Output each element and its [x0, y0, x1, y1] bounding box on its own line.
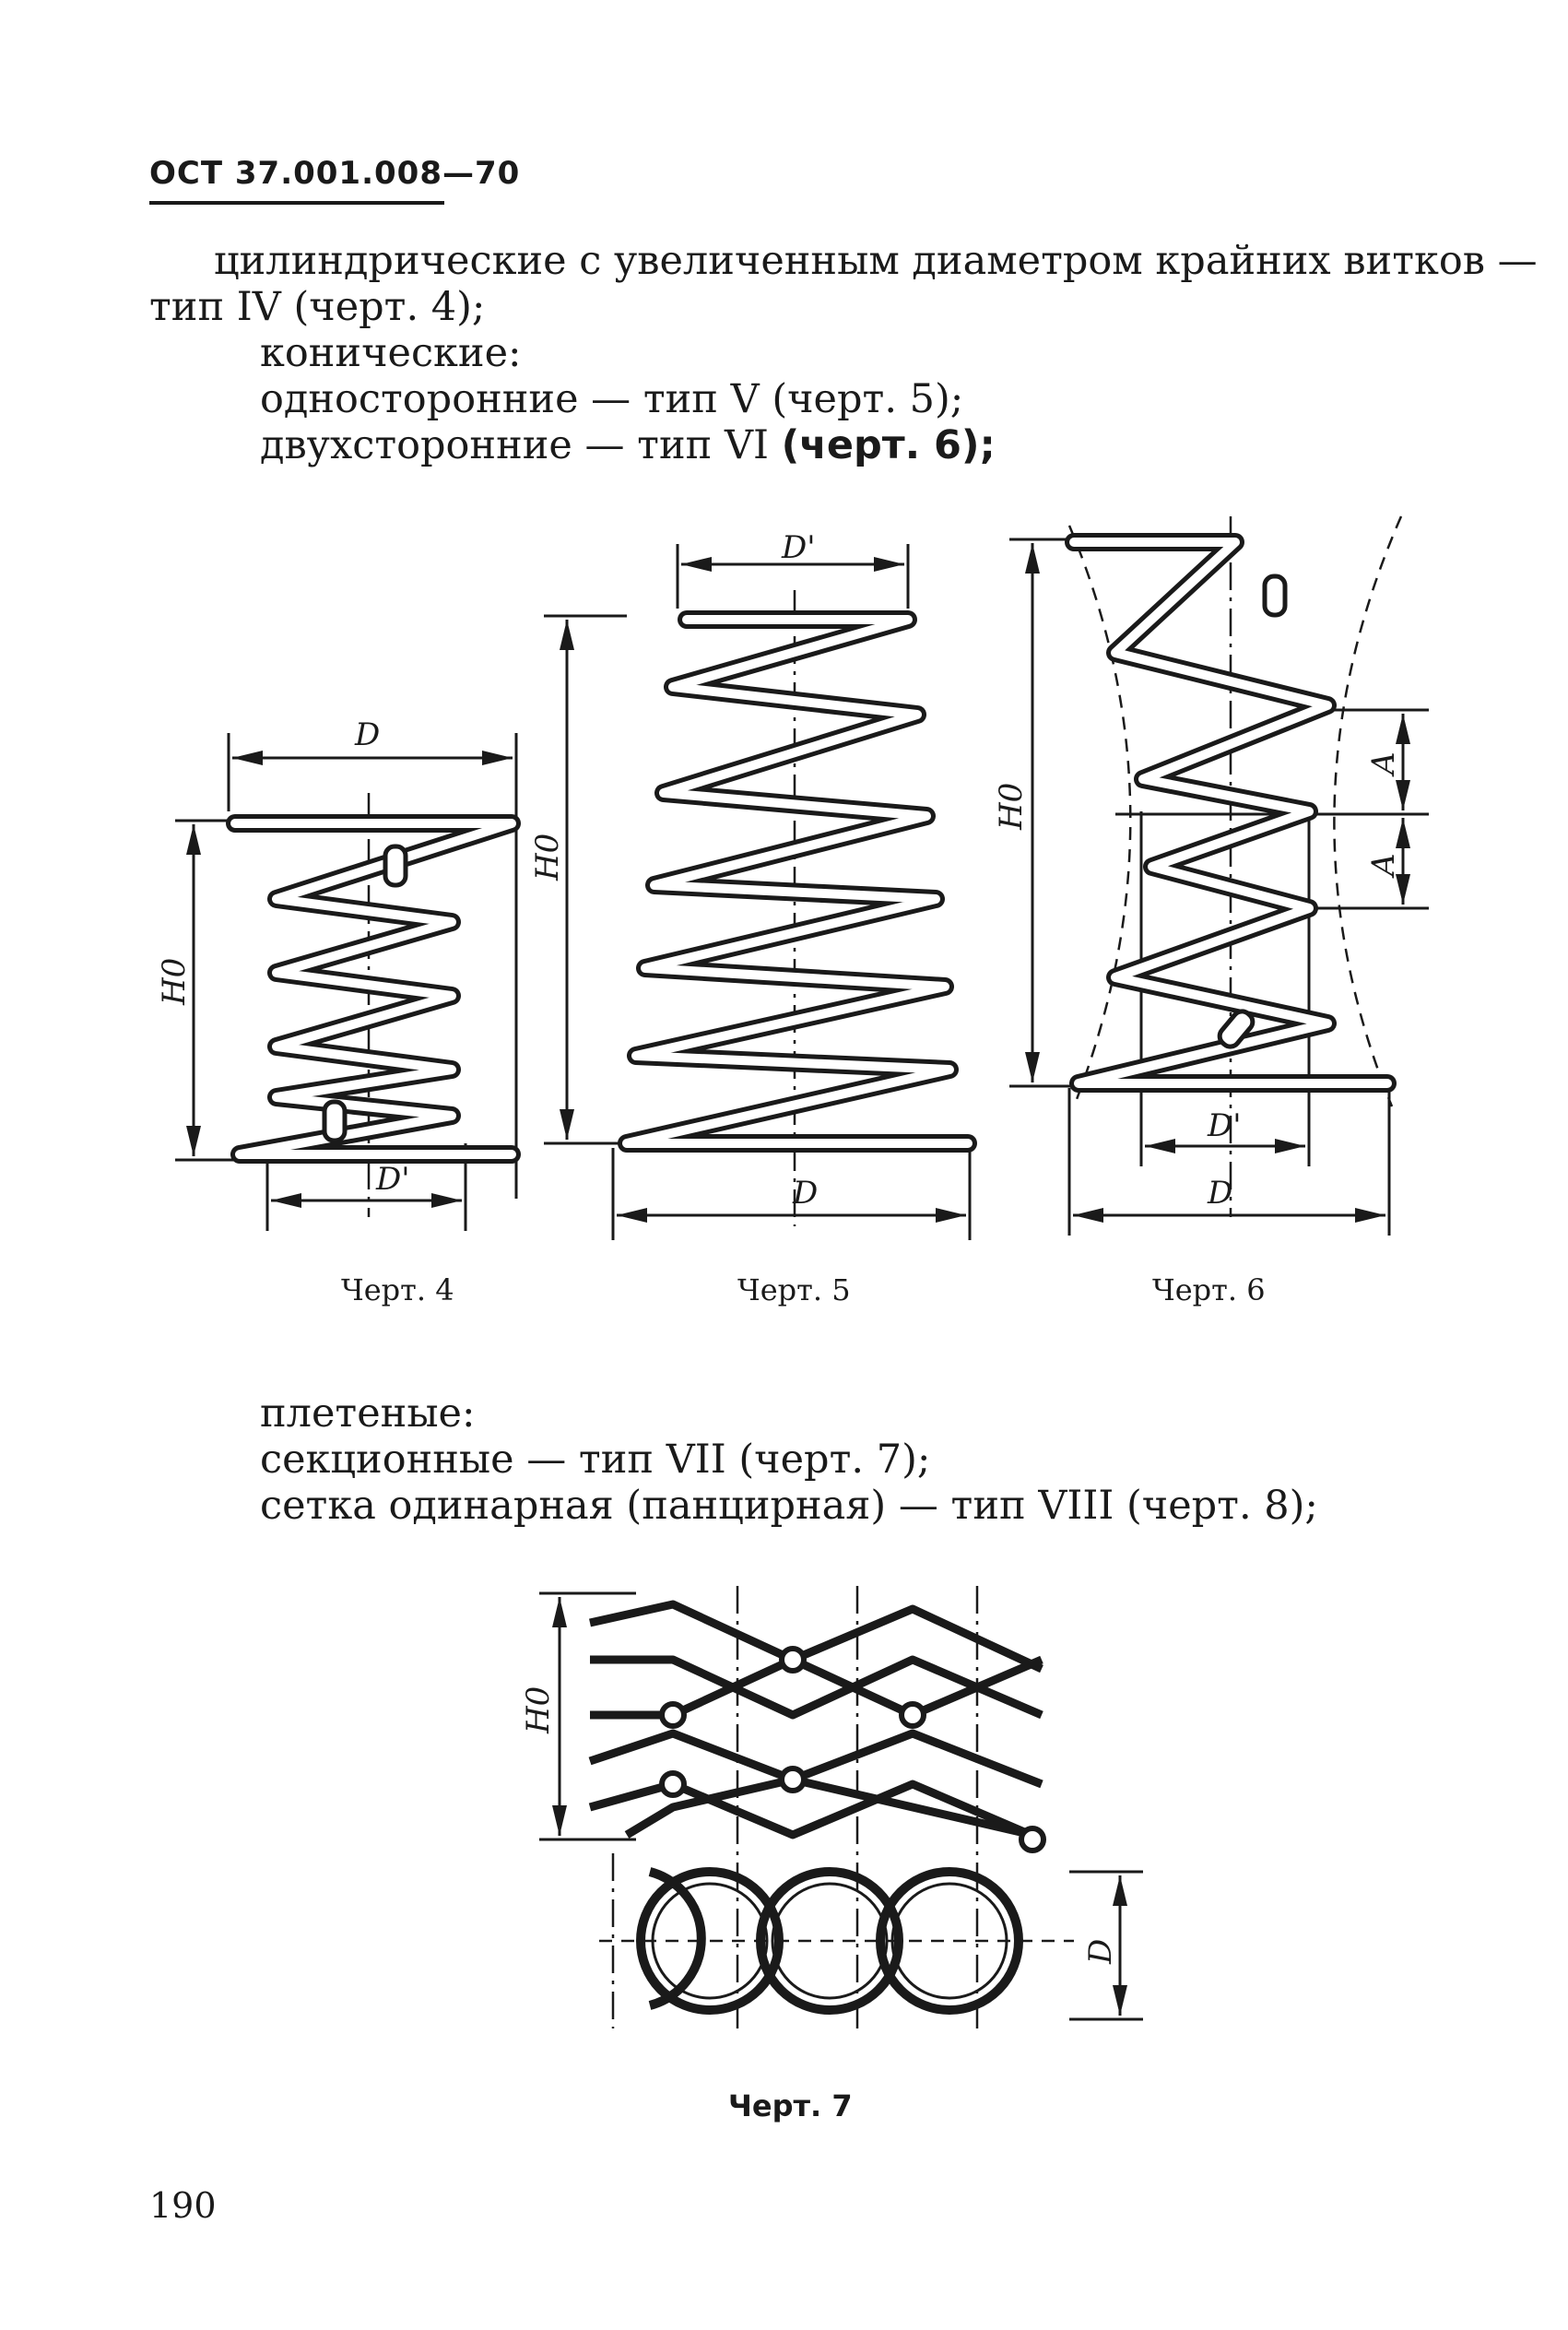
fig6-label-h: H0: [993, 783, 1030, 831]
fig6-dimensions: [1009, 515, 1429, 1236]
text-line-3: конические:: [260, 330, 522, 376]
caption-fig4: Черт. 4: [341, 1272, 454, 1307]
text-line-1: цилиндрические с увеличенным диаметром к…: [214, 238, 1538, 284]
fig4-label-h: H0: [156, 958, 193, 1006]
fig5-label-h: H0: [529, 834, 566, 881]
document-code: ОСТ 37.001.008—70: [149, 155, 521, 192]
caption-fig5: Черт. 5: [737, 1272, 851, 1307]
fig6-coil: [1065, 533, 1397, 1093]
fig7-mesh: [588, 1600, 1043, 1844]
text-line-5b: (черт. 6);: [781, 422, 996, 468]
fig6-label-a-1: A: [1365, 751, 1402, 777]
fig4-coil: [226, 814, 521, 1164]
fig4-label-d: D: [354, 716, 380, 753]
text-line-4: односторонние — тип V (черт. 5);: [260, 376, 964, 422]
fig7-knots: [659, 1646, 1046, 1853]
text-line-2: тип IV (черт. 4);: [149, 284, 486, 330]
caption-fig6: Черт. 6: [1152, 1272, 1266, 1307]
text-mid-1: плетеные:: [260, 1390, 476, 1437]
fig7-dimensions: [539, 1586, 1143, 2028]
header-rule: [149, 201, 444, 205]
fig7-rings-inner: [651, 1882, 1008, 2000]
fig6-label-d: D: [1207, 1175, 1232, 1212]
fig6-label-a-2: A: [1365, 853, 1402, 879]
caption-fig7: Черт. 7: [728, 2088, 853, 2123]
fig5-label-d-prime: D': [781, 529, 816, 566]
text-line-5a: двухсторонние — тип VI: [260, 422, 782, 468]
fig6-label-d-prime: D': [1207, 1107, 1242, 1144]
fig7-rings: [636, 1867, 1023, 2015]
text-mid-2: секционные — тип VII (черт. 7);: [260, 1437, 931, 1483]
text-line-5: двухсторонние — тип VI (черт. 6);: [260, 426, 996, 466]
fig7-label-h: H0: [520, 1686, 557, 1734]
fig4-label-d-prime: D': [375, 1161, 410, 1198]
fig7-label-d: D: [1082, 1939, 1119, 1965]
fig5-label-d: D: [792, 1175, 818, 1212]
fig5-coil: [618, 610, 977, 1153]
page-number: 190: [149, 2185, 217, 2226]
text-mid-3: сетка одинарная (панцирная) — тип VIII (…: [260, 1483, 1318, 1529]
